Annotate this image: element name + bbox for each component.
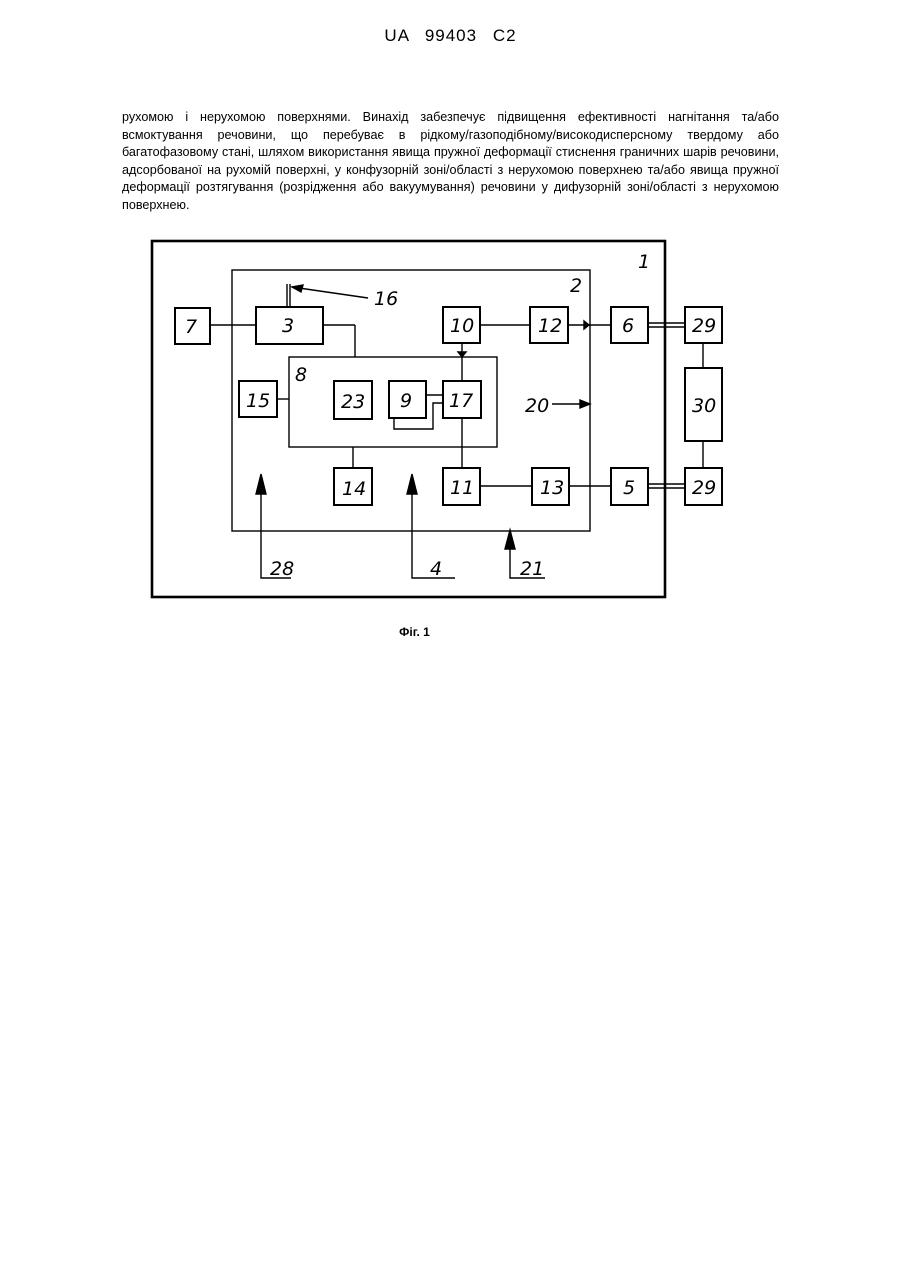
label-29-bottom: 29 (692, 477, 716, 499)
label-8: 8 (295, 364, 307, 386)
label-10: 10 (450, 315, 474, 337)
label-21: 21 (520, 558, 544, 580)
label-14: 14 (342, 478, 366, 500)
label-16: 16 (374, 288, 398, 310)
figure-caption: Фіг. 1 (0, 625, 829, 639)
label-30: 30 (692, 395, 716, 417)
label-1: 1 (638, 251, 650, 273)
label-6: 6 (622, 315, 634, 337)
label-2: 2 (570, 275, 582, 297)
label-20: 20 (525, 395, 549, 417)
label-23: 23 (341, 391, 365, 413)
label-28: 28 (270, 558, 294, 580)
label-7: 7 (185, 316, 197, 338)
label-3: 3 (282, 315, 294, 337)
label-5: 5 (623, 477, 635, 499)
label-4: 4 (430, 558, 442, 580)
label-11: 11 (450, 477, 474, 499)
label-12: 12 (538, 315, 562, 337)
label-9: 9 (400, 390, 412, 412)
label-13: 13 (540, 477, 564, 499)
label-15: 15 (246, 390, 270, 412)
label-29-top: 29 (692, 315, 716, 337)
label-17: 17 (449, 390, 473, 412)
